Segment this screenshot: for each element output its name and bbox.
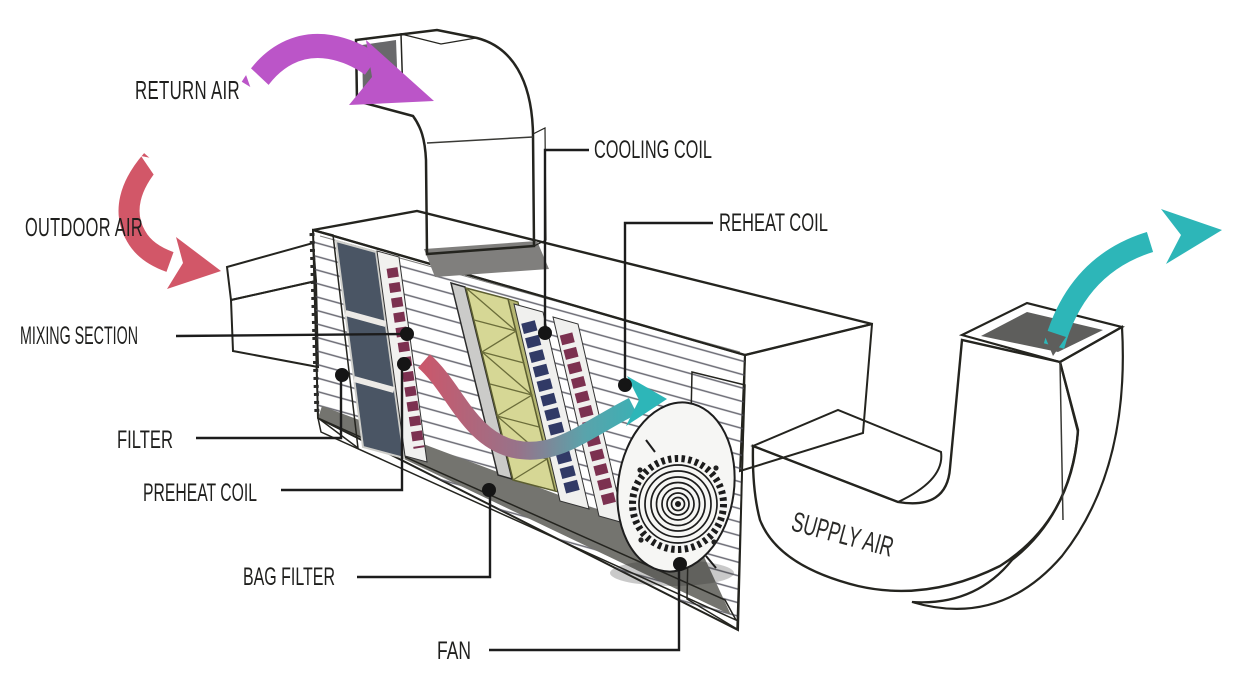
fan-grille [629,439,727,569]
components [334,239,625,524]
fan-shadow [610,560,734,586]
label-preheat-coil: PREHEAT COIL [143,479,257,507]
fan-bay [610,371,746,631]
label-mixing-section: MIXING SECTION [20,322,138,350]
return-air-arrow [240,34,434,120]
label-fan: FAN [437,637,471,665]
label-reheat-coil: REHEAT COIL [719,209,828,237]
leader-filter [196,376,343,440]
mixed-airflow-arrow [417,354,667,460]
label-bag-filter: BAG FILTER [243,563,335,591]
outdoor-air-arrow [118,153,221,289]
supply-air-arrowhead [1161,209,1222,264]
leader-preheat-coil [281,365,404,492]
outdoor-air-intake-duct [225,241,320,369]
filter-panels [334,239,406,460]
supply-air-duct [750,301,1125,610]
label-outdoor-air: OUTDOOR AIR [25,212,143,242]
supply-air-arrow [1042,209,1222,356]
leader-cooling-coil [543,148,589,332]
fan-housing [616,401,736,573]
supply-duct-opening [958,301,1125,364]
label-filter: FILTER [117,426,173,454]
leader-fan [489,565,681,652]
label-return-air: RETURN AIR [135,75,240,105]
bottom-rim [316,416,738,622]
return-air-arrowhead [349,40,434,105]
outdoor-air-arrowhead [167,237,221,289]
leader-mixing-section [175,332,408,338]
mixed-airflow-arrowhead [626,376,667,426]
fan-bolts [637,465,719,545]
label-cooling-coil: COOLING COIL [594,136,712,164]
label-supply-air: SUPPLY AIR [788,506,896,563]
leader-bag-filter [357,491,492,579]
leader-lines [175,148,713,652]
leader-reheat-coil [623,221,713,384]
